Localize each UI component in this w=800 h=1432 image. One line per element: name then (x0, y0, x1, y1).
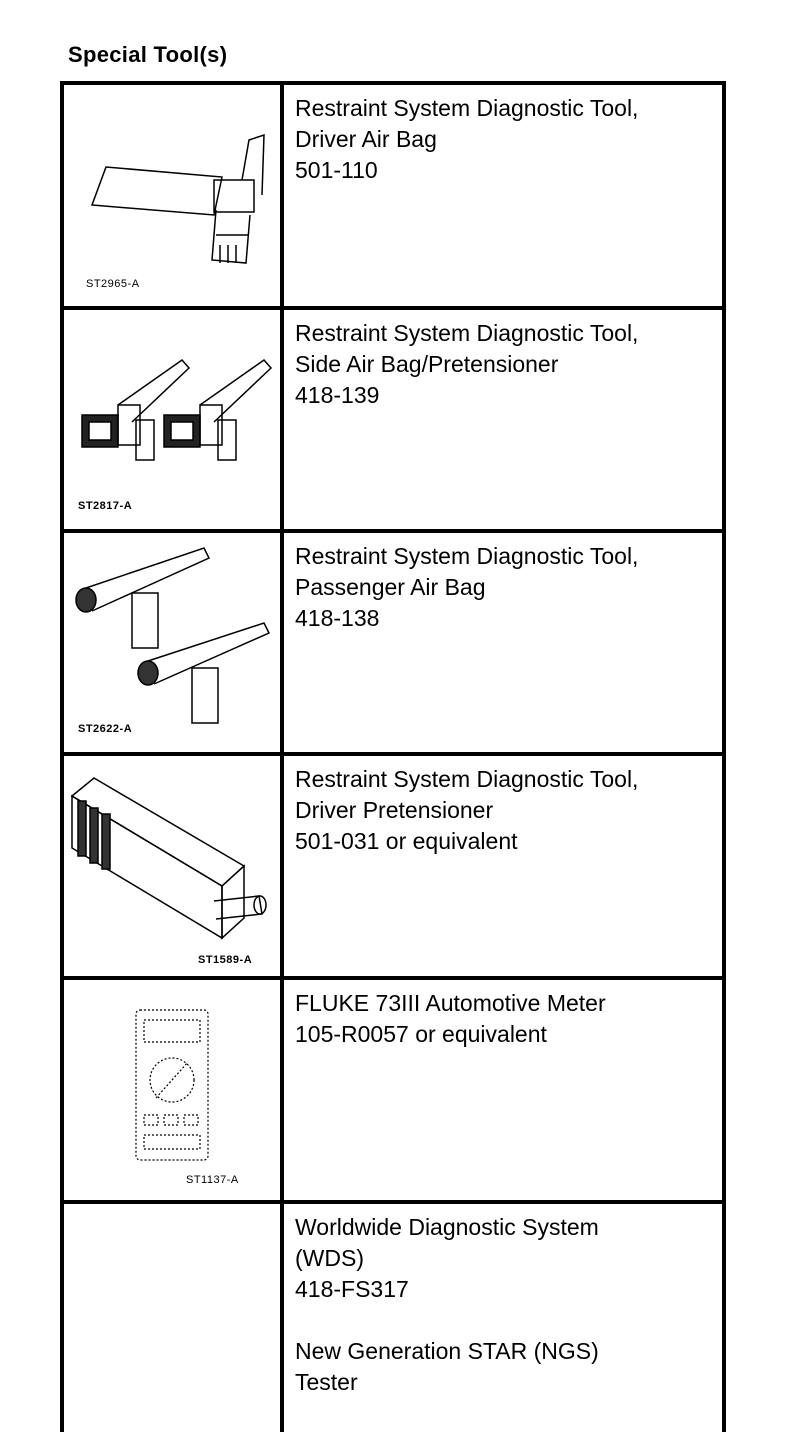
table-row: ST1589-A Restraint System Diagnostic Too… (64, 756, 722, 980)
tool-line-spacer (295, 1305, 716, 1336)
tool-illustration-cell: ST1589-A (64, 756, 284, 976)
table-row: Worldwide Diagnostic System (WDS) 418-FS… (64, 1204, 722, 1432)
tool-illustration-cell: ST2622-A (64, 533, 284, 752)
tool-part-number: 501-110 (295, 157, 378, 183)
passenger-air-bag-tool-icon (75, 547, 271, 724)
tool-illustration-cell: ST1137-A (64, 980, 284, 1200)
table-row: ST2622-A Restraint System Diagnostic Too… (64, 533, 722, 756)
table-row: ST2817-A Restraint System Diagnostic Too… (64, 310, 722, 533)
tool-line: FLUKE 73III Automotive Meter (295, 990, 606, 1016)
tool-line: Worldwide Diagnostic System (295, 1214, 599, 1240)
tool-line: New Generation STAR (NGS) (295, 1338, 599, 1364)
tool-line: Restraint System Diagnostic Tool, (295, 766, 639, 792)
tool-line: Restraint System Diagnostic Tool, (295, 543, 639, 569)
table-row: ST1137-A FLUKE 73III Automotive Meter 10… (64, 980, 722, 1204)
figure-caption: ST2965-A (86, 278, 140, 290)
figure-caption: ST1589-A (198, 954, 253, 966)
tool-description: FLUKE 73III Automotive Meter 105-R0057 o… (295, 988, 716, 1050)
tool-description: Worldwide Diagnostic System (WDS) 418-FS… (295, 1212, 716, 1398)
tool-illustration-cell: ST2817-A (64, 310, 284, 529)
tool-line: Restraint System Diagnostic Tool, (295, 95, 639, 121)
table-row: ST2965-A Restraint System Diagnostic Too… (64, 85, 722, 310)
tool-part-number: 501-031 or equivalent (295, 828, 518, 854)
page-heading: Special Tool(s) (68, 42, 228, 67)
figure-caption: ST2817-A (78, 500, 133, 512)
tool-description: Restraint System Diagnostic Tool, Driver… (295, 93, 716, 186)
figure-caption: ST2622-A (78, 723, 133, 735)
tool-line: (WDS) (295, 1245, 364, 1271)
tool-part-number: 418-138 (295, 605, 380, 631)
tool-illustration-cell: ST2965-A (64, 85, 284, 306)
tool-illustration-cell (64, 1204, 284, 1432)
special-tools-table: ST2965-A Restraint System Diagnostic Too… (60, 81, 726, 1432)
tool-part-number: 418-FS317 (295, 1276, 409, 1302)
tool-line: Driver Air Bag (295, 126, 437, 152)
tool-description: Restraint System Diagnostic Tool, Driver… (295, 764, 716, 857)
driver-air-bag-tool-icon (90, 133, 265, 264)
tool-line: Tester (295, 1369, 358, 1395)
driver-pretensioner-tool-icon (70, 777, 267, 940)
tool-part-number: 105-R0057 or equivalent (295, 1021, 547, 1047)
tool-line: Side Air Bag/Pretensioner (295, 351, 559, 377)
tool-line: Passenger Air Bag (295, 574, 486, 600)
tool-description: Restraint System Diagnostic Tool, Passen… (295, 541, 716, 634)
figure-caption: ST1137-A (186, 1174, 239, 1186)
tool-line: Restraint System Diagnostic Tool, (295, 320, 639, 346)
tool-part-number: 418-139 (295, 382, 380, 408)
tool-description: Restraint System Diagnostic Tool, Side A… (295, 318, 716, 411)
side-air-bag-tool-icon (81, 358, 273, 461)
multimeter-icon (135, 1009, 209, 1161)
tool-line: Driver Pretensioner (295, 797, 494, 823)
